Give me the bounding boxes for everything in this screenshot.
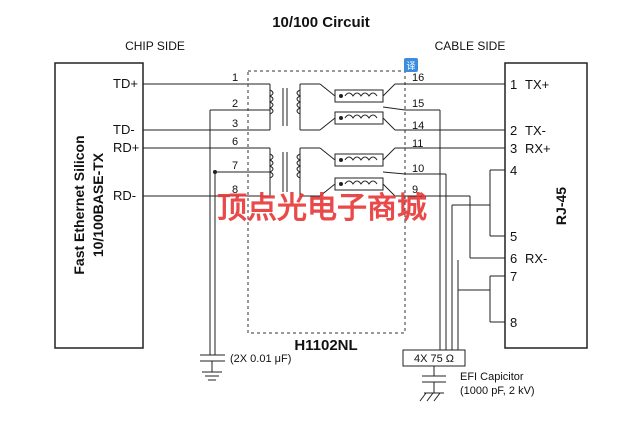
chip-pin-label: RD+ — [113, 140, 139, 155]
rj45-pin-number: 2 — [510, 123, 517, 138]
rj45-pin-number: 8 — [510, 315, 517, 330]
rj45-pin-number: 3 — [510, 141, 517, 156]
chip-name-line2: 10/100BASE-TX — [90, 152, 106, 257]
decoupling-capacitor-symbol — [200, 354, 225, 381]
rj45-pin-label: TX+ — [525, 77, 549, 92]
transformer-pin-number: 14 — [412, 120, 424, 132]
translate-badge[interactable]: 译 — [404, 58, 418, 72]
chip-pin-label: RD- — [113, 188, 136, 203]
diagram-title: 10/100 Circuit — [272, 14, 370, 31]
resistor-label: 4X 75 Ω — [414, 353, 454, 365]
cable-side-label: CABLE SIDE — [435, 39, 506, 53]
chip-signal-wires — [143, 83, 262, 197]
chip-pin-label: TD+ — [113, 76, 138, 91]
transformer-pin-number: 15 — [412, 98, 424, 110]
connector-name: RJ-45 — [553, 187, 569, 225]
rj45-pin-number: 1 — [510, 77, 517, 92]
capacitor-left-label: (2X 0.01 μF) — [230, 353, 291, 365]
cable-side-wires — [405, 83, 505, 350]
rj45-pin-label: TX- — [525, 123, 546, 138]
efi-capacitor-symbol — [419, 366, 446, 402]
transformer-pin-number: 10 — [412, 163, 424, 175]
center-tap-wires — [209, 109, 262, 355]
transformer-pin-number: 1 — [232, 72, 238, 84]
transformer-bottom-channel — [262, 147, 406, 197]
chip-pin-label: TD- — [113, 122, 135, 137]
rj45-pin-label: RX+ — [525, 141, 551, 156]
rj45-pin-number: 7 — [510, 269, 517, 284]
transformer-pin-number: 9 — [412, 184, 418, 196]
chip-name-line1: Fast Ethernet Silicon — [71, 135, 87, 274]
transformer-pin-number: 8 — [232, 184, 238, 196]
rj45-connector-box — [504, 62, 588, 349]
translate-badge-text: 译 — [406, 61, 415, 72]
rj45-pin-number: 5 — [510, 229, 517, 244]
efi-label-line1: EFI Capicitor — [460, 371, 524, 383]
transformer-pin-number: 16 — [412, 72, 424, 84]
chip-box — [54, 62, 144, 349]
rj45-pin-number: 6 — [510, 251, 517, 266]
transformer-part-number: H1102NL — [294, 337, 357, 354]
transformer-pin-number: 3 — [232, 118, 238, 130]
rj45-pin-number: 4 — [510, 163, 517, 178]
rj45-pin-label: RX- — [525, 251, 547, 266]
transformer-pin-number: 7 — [232, 160, 238, 172]
transformer-pin-number: 11 — [412, 138, 423, 150]
chip-side-label: CHIP SIDE — [125, 39, 185, 53]
watermark-text: 顶点光电子商城 — [217, 191, 427, 226]
transformer-pin-number: 6 — [232, 136, 238, 148]
transformer-pin-number: 2 — [232, 98, 238, 110]
transformer-top-channel — [262, 83, 406, 131]
efi-label-line2: (1000 pF, 2 kV) — [460, 385, 535, 397]
transformer-package-outline — [247, 70, 406, 334]
rj45-pin-labels: 1 TX+ 2 TX- 3 RX+ 4 5 6 RX- 7 8 — [510, 77, 551, 330]
